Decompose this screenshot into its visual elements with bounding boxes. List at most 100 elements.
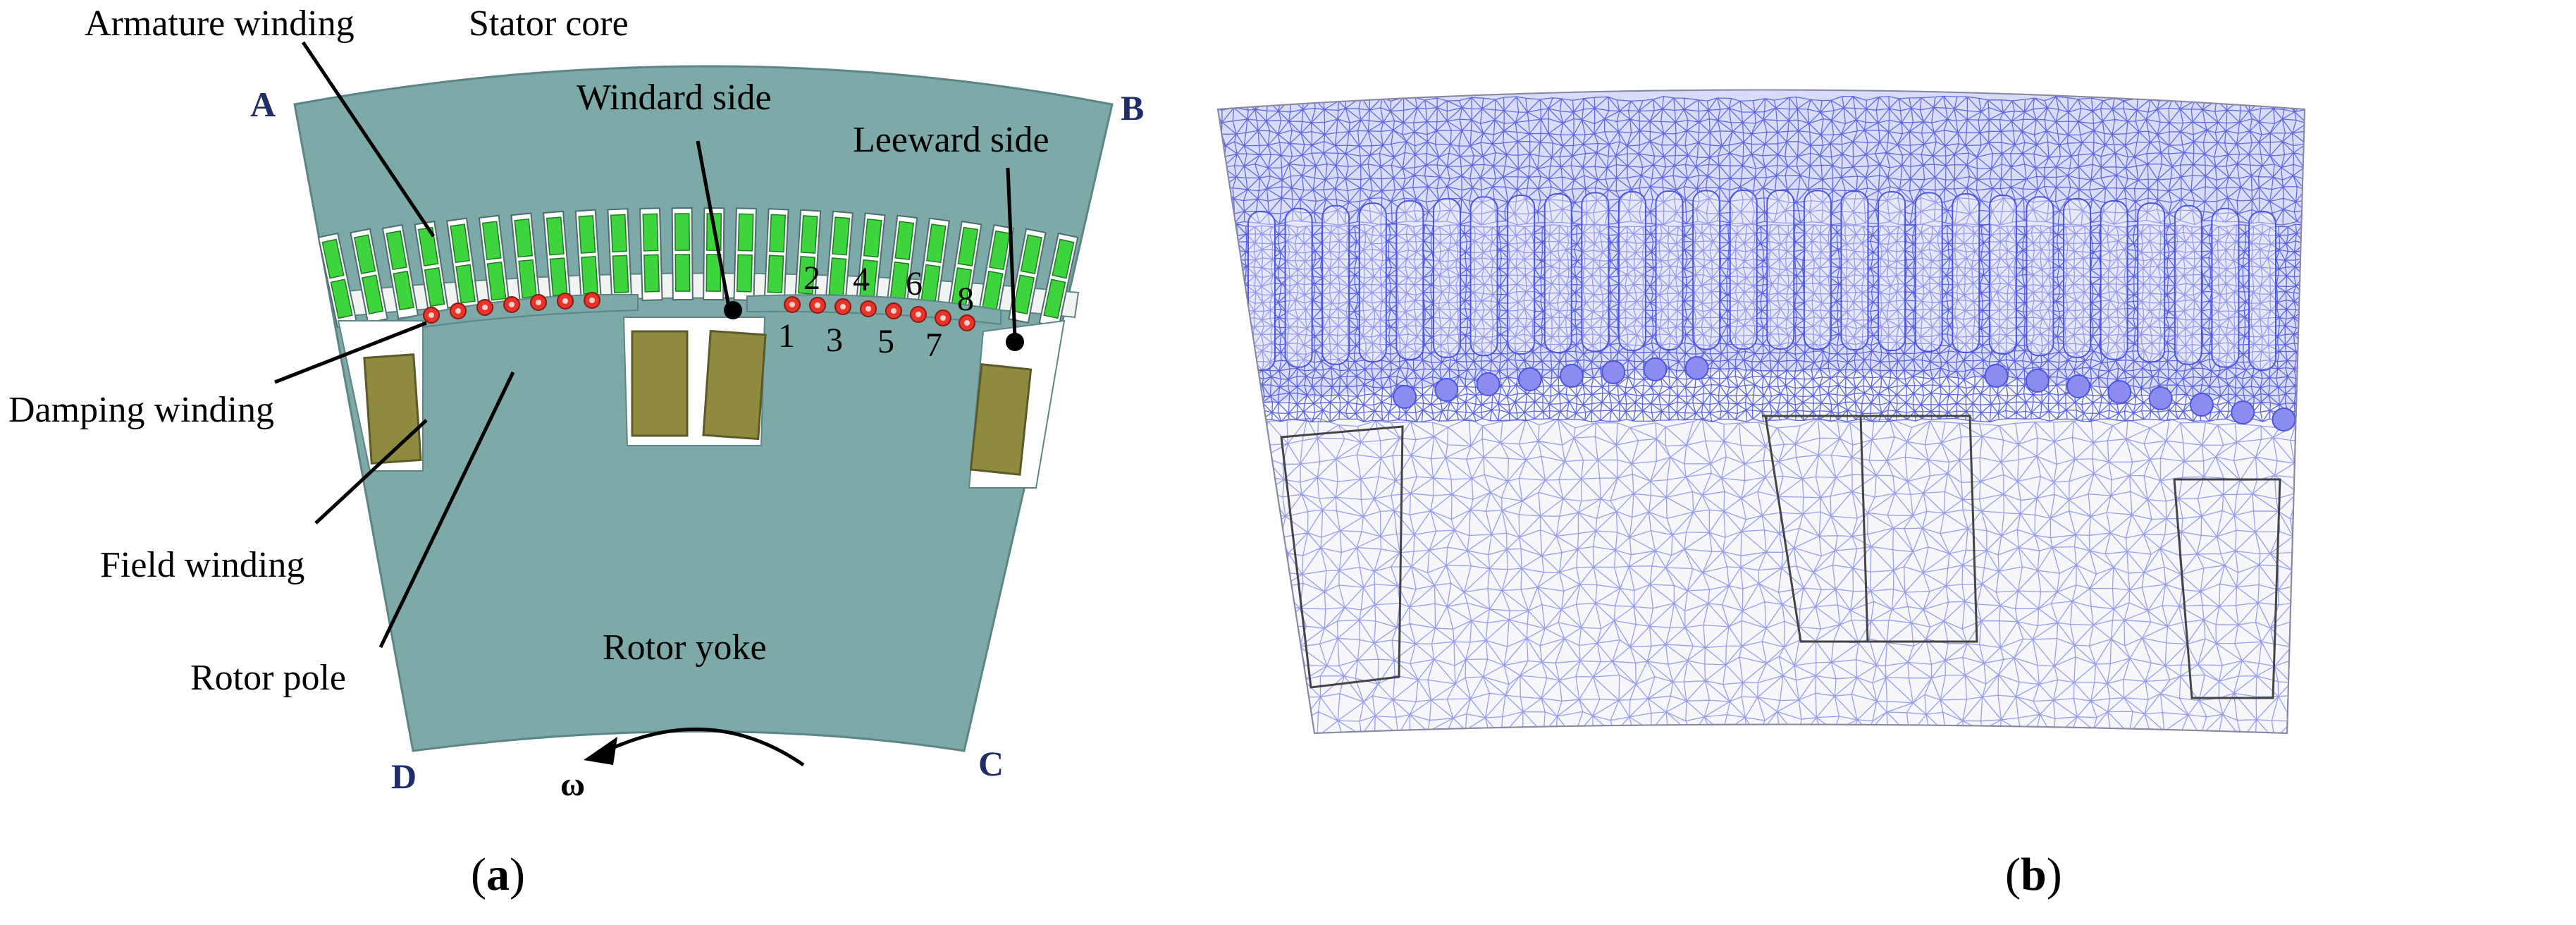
mesh-slot <box>1432 197 1461 358</box>
mesh-damper-node <box>1434 378 1459 402</box>
caption-b: (b) <box>2005 849 2062 900</box>
mesh-slot <box>2100 200 2128 360</box>
stator-slot <box>794 209 822 304</box>
label-armature-winding: Armature winding <box>85 4 355 44</box>
leader-damping-winding <box>274 321 427 384</box>
caption-a: (a) <box>471 849 525 900</box>
mesh-slot <box>2026 196 2054 357</box>
damper-bar-number: 4 <box>853 261 870 298</box>
mesh-slot <box>2248 211 2276 371</box>
mesh-slot <box>1617 191 1646 352</box>
stator-slot <box>825 210 853 305</box>
leeward-marker <box>1006 333 1024 351</box>
leader-leeward-side <box>1006 167 1017 338</box>
mesh-slot-outlines <box>1247 190 2276 371</box>
stator-slot <box>510 212 541 307</box>
mesh-slot <box>1507 194 1536 355</box>
caption-b-letter: b <box>2021 849 2047 900</box>
leader-armature-winding <box>301 41 436 238</box>
caption-a-letter: a <box>486 849 510 900</box>
mesh-damper-node <box>1517 367 1542 391</box>
stator-slot <box>671 207 694 301</box>
stator-slot <box>733 207 758 302</box>
mesh-coil-outline <box>1280 425 1404 689</box>
label-damping-winding: Damping winding <box>8 390 274 430</box>
mesh-lines <box>1218 95 2305 733</box>
mesh-damper-node <box>1601 360 1626 384</box>
label-stator-core: Stator core <box>469 4 629 44</box>
mesh-slot <box>1247 211 1276 371</box>
label-field-winding: Field winding <box>100 545 304 585</box>
mesh-slot <box>2137 202 2166 363</box>
mesh-slot <box>1284 207 1313 368</box>
stator-slot <box>317 232 358 329</box>
corner-label-b: B <box>1121 88 1144 128</box>
mesh-damper-node <box>2107 380 2132 404</box>
field-coil <box>363 353 422 465</box>
mesh-slot <box>1766 190 1795 350</box>
stator-slot <box>947 220 982 316</box>
stator-slot <box>639 207 663 302</box>
mesh-damper-node <box>1559 364 1584 388</box>
damper-bar-number: 5 <box>877 323 894 360</box>
mesh-slot <box>1803 190 1832 350</box>
corner-label-d: D <box>391 756 417 796</box>
label-leeward-side: Leeward side <box>853 120 1049 160</box>
mesh-damper-node <box>1476 372 1500 396</box>
stator-slot <box>855 212 886 307</box>
corner-label-c: C <box>978 744 1004 783</box>
mesh-slot <box>2063 197 2092 358</box>
label-omega: ω <box>560 766 585 803</box>
label-rotor-yoke: Rotor yoke <box>603 627 767 668</box>
stator-slot <box>885 214 918 310</box>
damper-bar-number: 1 <box>778 317 795 355</box>
mesh-slot <box>1395 200 1424 360</box>
corner-label-a: A <box>250 85 276 124</box>
mesh-damper-node <box>1984 364 2009 388</box>
field-coil <box>631 330 689 437</box>
mesh-slot <box>1952 192 1980 353</box>
stator-slot <box>763 208 789 302</box>
stator-slot <box>478 214 511 310</box>
rotation-arrowhead <box>584 737 617 765</box>
mesh-slot <box>1914 192 1943 353</box>
stator-dense-mesh <box>1218 90 2305 412</box>
mesh-slot <box>1581 192 1610 353</box>
mesh-slot <box>1543 192 1572 353</box>
label-windward-side: Windard side <box>577 78 772 118</box>
rotation-arrow <box>605 727 805 767</box>
damper-bars <box>423 292 975 331</box>
stator-slot <box>543 210 572 305</box>
mesh-slot <box>1321 204 1350 365</box>
damper-bar-number: 2 <box>803 259 820 297</box>
damper-bar-number: 6 <box>906 265 923 302</box>
mesh-damper-node <box>2272 408 2296 431</box>
mesh-damper-node <box>2189 393 2214 417</box>
mesh-coil-outline <box>1762 415 1869 643</box>
rotor-pole-shoe-left <box>394 293 639 333</box>
mesh-damper-node <box>2066 374 2091 398</box>
mesh-damper-node <box>2025 369 2050 393</box>
mesh-damper-node <box>1393 385 1417 409</box>
leader-rotor-pole <box>378 371 515 649</box>
mesh-coil-outline <box>1764 415 1978 643</box>
stator-slot <box>381 223 419 320</box>
mesh-slot <box>2211 207 2240 368</box>
mesh-slot <box>1469 196 1498 357</box>
mesh-slot <box>1729 190 1758 350</box>
leader-windward-side <box>696 140 732 311</box>
mesh-damper-node <box>2148 386 2173 410</box>
field-coil <box>702 329 767 441</box>
damper-bar-number: 8 <box>957 281 974 318</box>
windward-marker <box>724 301 742 319</box>
stator-slot <box>607 208 633 302</box>
mesh-slot <box>2174 204 2202 365</box>
field-coil <box>969 363 1033 476</box>
mesh-damper-node <box>2231 400 2255 424</box>
mesh-damper-node <box>1643 357 1668 381</box>
mesh-slot <box>1655 190 1684 351</box>
stator-slot <box>977 223 1015 320</box>
damper-bar-number: 7 <box>925 326 942 364</box>
panel-b-mesh <box>1216 89 2306 735</box>
